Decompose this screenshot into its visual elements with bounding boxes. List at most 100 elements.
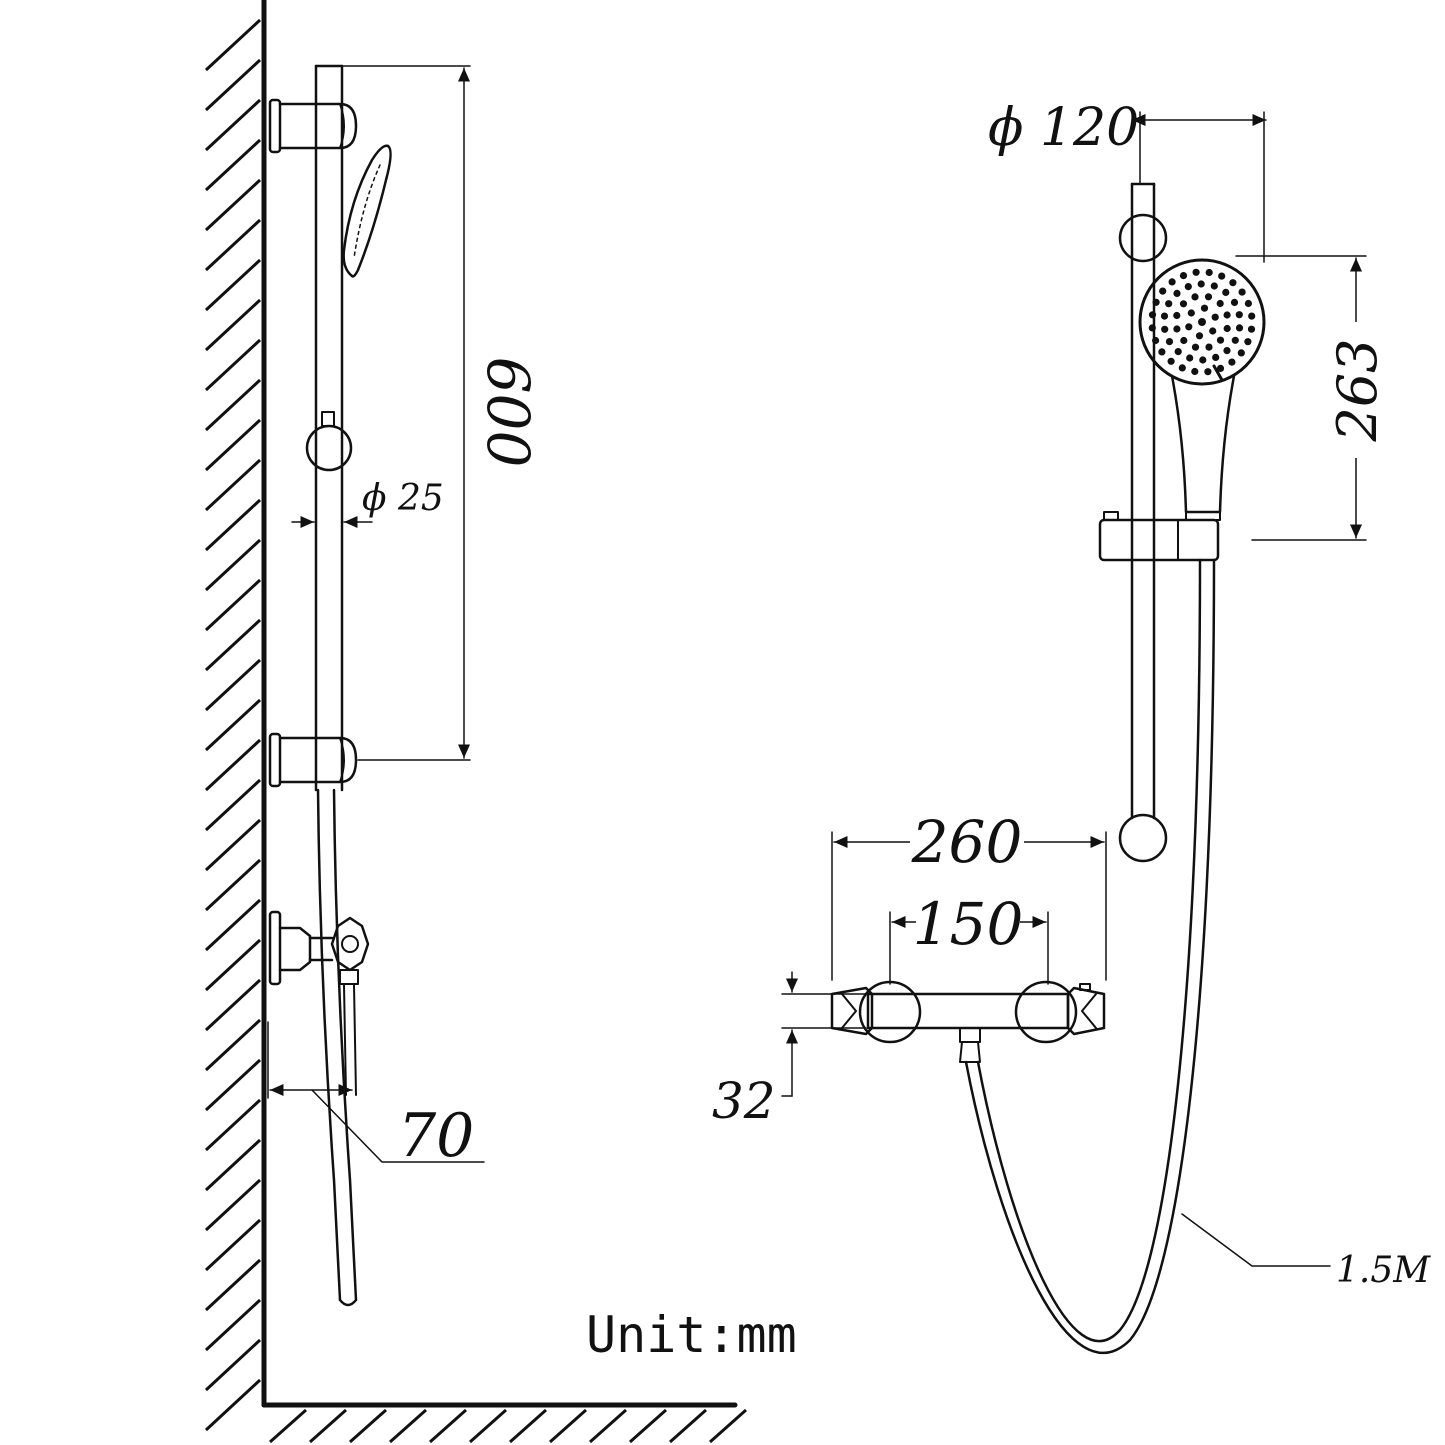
hatch-line (204, 818, 262, 872)
hatch-line (669, 1408, 707, 1444)
hatch-line (204, 178, 262, 232)
hatch-line (204, 18, 262, 72)
hatch-line (204, 1258, 262, 1312)
nozzle-dot (1160, 312, 1169, 320)
nozzle-dot (1200, 304, 1209, 312)
nozzle-dot (1244, 299, 1252, 308)
hatch-line (204, 98, 262, 152)
nozzle-dot (1168, 278, 1176, 286)
dim-rail-diameter: ϕ 25 (362, 478, 444, 519)
nozzle-dot (1178, 364, 1186, 372)
nozzle-dot (1184, 283, 1192, 291)
slide-rail (314, 64, 344, 792)
unit-label: Unit:mm (586, 1306, 797, 1364)
dim-valve-centers: 150 (913, 890, 1024, 958)
nozzle-dot (1191, 343, 1200, 351)
nozzle-dot (1174, 348, 1182, 356)
nozzle-dot (1204, 293, 1213, 301)
hatch-line (469, 1408, 507, 1444)
hatch-line (204, 258, 262, 312)
nozzle-dot (1222, 288, 1230, 296)
nozzle-dot (1173, 325, 1181, 333)
hatch-line (204, 978, 262, 1032)
hatch-line (204, 1298, 262, 1352)
hatch-line (204, 1218, 262, 1272)
nozzle-dot (1198, 318, 1206, 326)
wall-hatching (204, 18, 262, 1432)
nozzle-dot (1187, 309, 1195, 317)
hatch-line (204, 418, 262, 472)
hatch-line (204, 1058, 262, 1112)
nozzle-dot (1152, 298, 1160, 306)
front-view: ϕ 120 263 260 150 32 1.5M (712, 98, 1431, 1355)
hatch-line (204, 338, 262, 392)
hatch-line (204, 1178, 262, 1232)
thermostatic-valve (830, 980, 1106, 1063)
hatch-line (204, 58, 262, 112)
hatch-line (204, 1378, 262, 1432)
nozzle-dot (1223, 311, 1231, 319)
hatch-line (204, 458, 262, 512)
nozzle-dot (1210, 282, 1218, 290)
nozzle-dot (1173, 289, 1181, 297)
nozzle-dot (1148, 311, 1157, 319)
nozzle-dot (1197, 280, 1205, 288)
dim-handset-length: 263 (1326, 338, 1389, 442)
hatch-line (309, 1408, 347, 1444)
nozzle-dot (1165, 338, 1174, 346)
shower-nozzles (1148, 268, 1256, 376)
front-top-bracket (1118, 213, 1168, 263)
nozzle-dot (1148, 324, 1156, 332)
dim-wall-offset: 70 (398, 1101, 474, 1171)
hatch-line (204, 938, 262, 992)
hatch-line (204, 1338, 262, 1392)
hatch-line (204, 1098, 262, 1152)
hose-front (964, 558, 1216, 1355)
nozzle-dot (1179, 272, 1188, 280)
nozzle-dot (1247, 325, 1256, 333)
nozzle-dot (1199, 356, 1207, 364)
hatch-line (204, 738, 262, 792)
hatch-line (204, 578, 262, 632)
nozzle-dot (1167, 357, 1175, 365)
nozzle-dot (1238, 288, 1246, 296)
top-wall-bracket (268, 98, 358, 154)
nozzle-dot (1237, 349, 1245, 357)
nozzle-dot (1159, 287, 1167, 295)
hatch-line (204, 378, 262, 432)
dim-head-diameter: ϕ 120 (988, 98, 1139, 158)
nozzle-dot (1228, 358, 1236, 366)
dim-valve-width: 260 (911, 808, 1023, 876)
hand-shower-front (1138, 258, 1266, 521)
hatch-line (204, 538, 262, 592)
nozzle-dot (1218, 272, 1226, 280)
front-slide-rail (1130, 182, 1156, 820)
nozzle-dot (1248, 312, 1256, 320)
hatch-line (204, 218, 262, 272)
nozzle-dot (1165, 300, 1173, 308)
front-bottom-bracket (1118, 813, 1168, 863)
hatch-line (204, 618, 262, 672)
hatch-line (349, 1408, 387, 1444)
front-slider-holder (1098, 511, 1220, 562)
nozzle-dot (1216, 336, 1225, 344)
nozzle-dot (1216, 299, 1224, 308)
hatch-line (269, 1408, 307, 1444)
dim-hose-length: 1.5M (1336, 1250, 1431, 1291)
nozzle-dot (1235, 324, 1244, 332)
nozzle-dot (1230, 298, 1239, 306)
nozzle-dot (1195, 332, 1204, 340)
hatch-line (549, 1408, 587, 1444)
hatch-line (204, 298, 262, 352)
floor-hatching (269, 1408, 747, 1444)
hose-side (316, 788, 358, 1307)
nozzle-dot (1223, 347, 1231, 355)
hatch-line (429, 1408, 467, 1444)
hatch-line (509, 1408, 547, 1444)
nozzle-dot (1235, 311, 1243, 319)
side-view: 600 ϕ 25 70 Unit:mm (204, 0, 797, 1444)
nozzle-dot (1152, 336, 1160, 345)
hatch-line (204, 858, 262, 912)
nozzle-dot (1204, 368, 1212, 376)
nozzle-dot (1212, 353, 1220, 361)
